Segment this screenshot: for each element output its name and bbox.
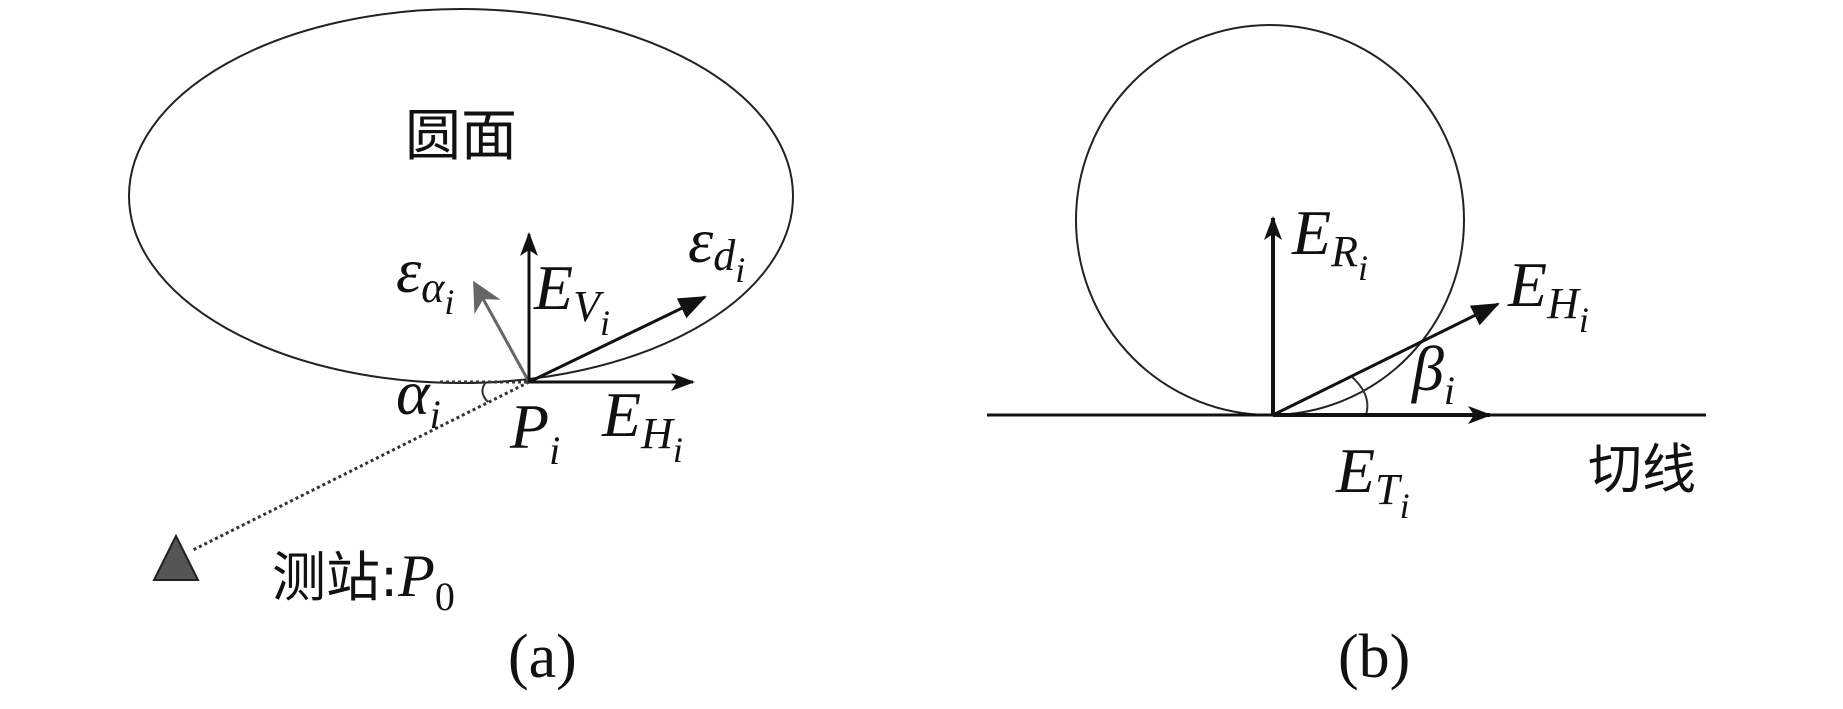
caption-b: (b)	[1338, 623, 1410, 691]
eh-label: EHi	[601, 379, 683, 470]
eh-arrow-b	[1272, 302, 1500, 417]
eps-alpha-label: εαi	[396, 235, 454, 322]
alpha-angle-arc	[481, 381, 489, 403]
eps-alpha-arrow	[473, 280, 531, 383]
panel-a: 圆面 εαi EVi εdi αi Pi EHi 测站:P0 (a)	[128, 8, 794, 691]
point-label: Pi	[509, 391, 560, 473]
station-triangle	[152, 533, 200, 581]
et-label: ETi	[1335, 435, 1410, 526]
caption-a: (a)	[508, 623, 577, 691]
eps-d-label: εdi	[688, 205, 745, 290]
surface-label: 圆面	[405, 104, 517, 169]
beta-label: βi	[1410, 333, 1455, 413]
station-label: 测站:P0	[272, 543, 455, 619]
eh-label-b: EHi	[1507, 249, 1589, 340]
tangent-label: 切线	[1588, 438, 1696, 501]
alpha-label: αi	[396, 357, 441, 437]
beta-angle-arc	[1351, 376, 1369, 416]
panel-b: ERi EHi βi ETi 切线 (b)	[987, 24, 1706, 691]
er-label: ERi	[1291, 197, 1368, 288]
circular-surface-ellipse	[128, 8, 794, 384]
line-of-sight-dotted	[192, 380, 530, 552]
eps-d-arrow	[528, 295, 707, 384]
ev-label: EVi	[533, 252, 610, 343]
circle	[1075, 24, 1465, 416]
